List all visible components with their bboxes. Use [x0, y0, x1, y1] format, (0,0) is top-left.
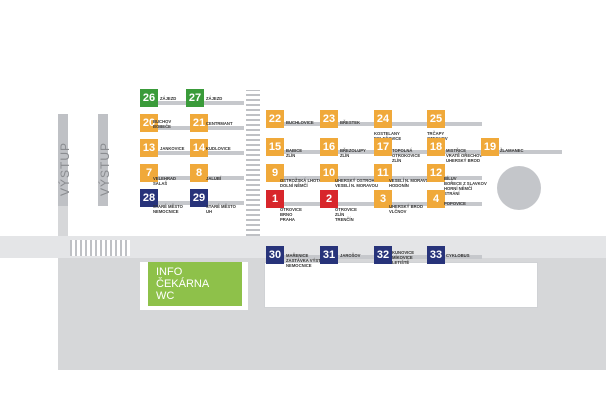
stand-badge-20[interactable]: 20	[140, 114, 158, 132]
stand-badge-24[interactable]: 24	[374, 110, 392, 128]
road-main	[0, 236, 606, 258]
info-line1: INFO	[156, 266, 183, 278]
stand-badge-25[interactable]: 25	[427, 110, 445, 128]
stand-badge-31[interactable]: 31	[320, 246, 338, 264]
stand-label-26: ZÁJEZD	[160, 96, 177, 101]
stand-badge-4[interactable]: 4	[427, 190, 445, 208]
stand-badge-1[interactable]: 1	[266, 190, 284, 208]
stand-label-32: KUNOVICEMÍKOVICEletiště	[392, 250, 415, 265]
platform-bar	[266, 150, 562, 154]
stand-badge-33[interactable]: 33	[427, 246, 445, 264]
exit-label-right: VÝSTUP	[98, 142, 112, 197]
stand-badge-3[interactable]: 3	[374, 190, 392, 208]
stand-badge-21[interactable]: 21	[190, 114, 208, 132]
stand-badge-27[interactable]: 27	[186, 89, 204, 107]
exit-label-left: VÝSTUP	[58, 142, 72, 197]
stand-badge-15[interactable]: 15	[266, 138, 284, 156]
stand-label-27: ZÁJEZD	[206, 96, 223, 101]
stand-badge-28[interactable]: 28	[140, 189, 158, 207]
stand-badge-29[interactable]: 29	[190, 189, 208, 207]
stand-badge-17[interactable]: 17	[374, 138, 392, 156]
stand-label-28: STARÉ MĚSTOnemocnice	[153, 204, 183, 214]
stand-label-14: KUDLOVICE	[206, 146, 231, 151]
stand-badge-12[interactable]: 12	[427, 164, 445, 182]
stand-badge-23[interactable]: 23	[320, 110, 338, 128]
stand-badge-32[interactable]: 32	[374, 246, 392, 264]
stand-badge-8[interactable]: 8	[190, 164, 208, 182]
stand-badge-14[interactable]: 14	[190, 139, 208, 157]
stand-label-4: POPOVICE	[444, 201, 466, 206]
roundabout	[497, 166, 541, 210]
info-waiting-room-wc[interactable]: INFO ČEKÁRNA WC	[148, 262, 242, 306]
stand-badge-16[interactable]: 16	[320, 138, 338, 156]
stand-badge-13[interactable]: 13	[140, 139, 158, 157]
stand-badge-2[interactable]: 2	[320, 190, 338, 208]
stand-badge-9[interactable]: 9	[266, 164, 284, 182]
stand-badge-30[interactable]: 30	[266, 246, 284, 264]
stand-badge-11[interactable]: 11	[374, 164, 392, 182]
stand-label-8: JALUBÍ	[206, 176, 222, 181]
stand-label-22: BUCHLOVICE	[286, 120, 314, 125]
stand-label-19: ŽLAMANEC	[500, 148, 524, 153]
info-line2: ČEKÁRNA	[156, 278, 210, 290]
exit-bar-right	[98, 114, 108, 206]
crosswalk-center	[246, 90, 260, 236]
stand-badge-10[interactable]: 10	[320, 164, 338, 182]
stand-label-30: MAŘENICEzastávka výstupníNEMOCNICE	[286, 253, 331, 268]
stand-label-21: CENTRMANT	[206, 121, 233, 126]
stand-label-23: BŘESTEK	[340, 120, 361, 125]
lower-white-block-right	[264, 262, 538, 308]
stand-label-33: CYKLOBUS	[446, 253, 470, 258]
info-line3: WC	[156, 290, 175, 302]
stand-badge-18[interactable]: 18	[427, 138, 445, 156]
exit-bar-left	[58, 114, 68, 206]
stand-label-31: JAROŠOV	[340, 253, 361, 258]
stand-badge-26[interactable]: 26	[140, 89, 158, 107]
divider-left	[58, 206, 68, 236]
crosswalk-left	[70, 240, 130, 256]
stand-badge-7[interactable]: 7	[140, 164, 158, 182]
stand-badge-22[interactable]: 22	[266, 110, 284, 128]
stand-badge-19[interactable]: 19	[481, 138, 499, 156]
stand-label-13: JANKOVICE	[160, 146, 185, 151]
